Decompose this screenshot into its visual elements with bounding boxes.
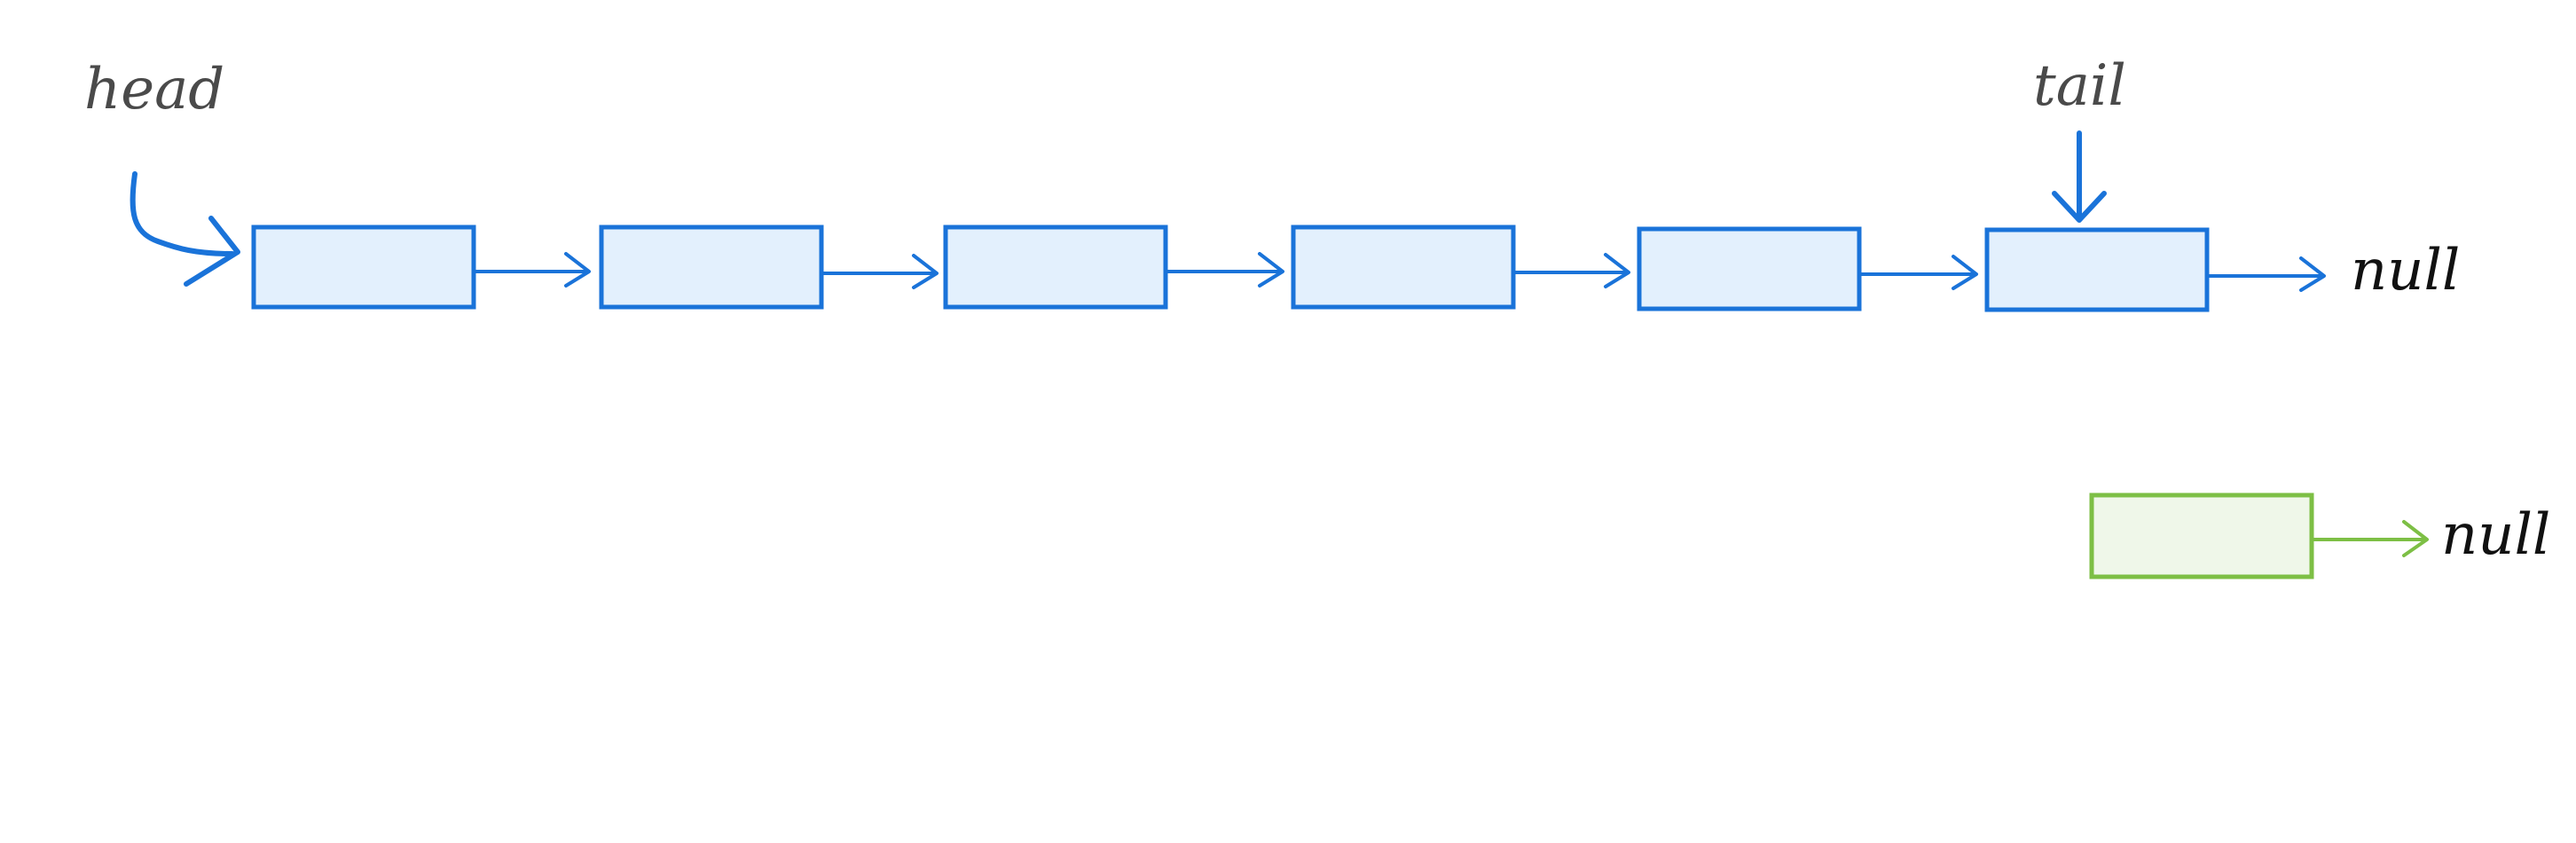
next-arrow-to-null <box>2207 256 2326 292</box>
next-arrow <box>1859 255 1978 290</box>
head-label: head <box>84 57 224 122</box>
list-node <box>1291 225 1516 310</box>
tail-label: tail <box>2033 53 2126 119</box>
list-node-tail <box>1984 227 2210 312</box>
next-arrow <box>1166 252 1284 288</box>
list-node <box>599 225 824 310</box>
next-arrows <box>474 252 2326 292</box>
next-arrow <box>1513 253 1630 288</box>
list-node <box>943 225 1168 310</box>
list-node <box>251 225 476 310</box>
new-node <box>2089 492 2314 579</box>
next-arrow <box>821 254 939 289</box>
head-pointer-arrow <box>130 171 240 287</box>
tail-pointer-arrow <box>2052 130 2107 223</box>
list-nodes <box>251 225 2210 312</box>
new-node-next-arrow <box>2312 520 2429 557</box>
list-node <box>1637 226 1862 311</box>
next-arrow <box>474 252 591 288</box>
main-null-label: null <box>2351 238 2460 303</box>
new-node-null-label: null <box>2441 502 2550 568</box>
